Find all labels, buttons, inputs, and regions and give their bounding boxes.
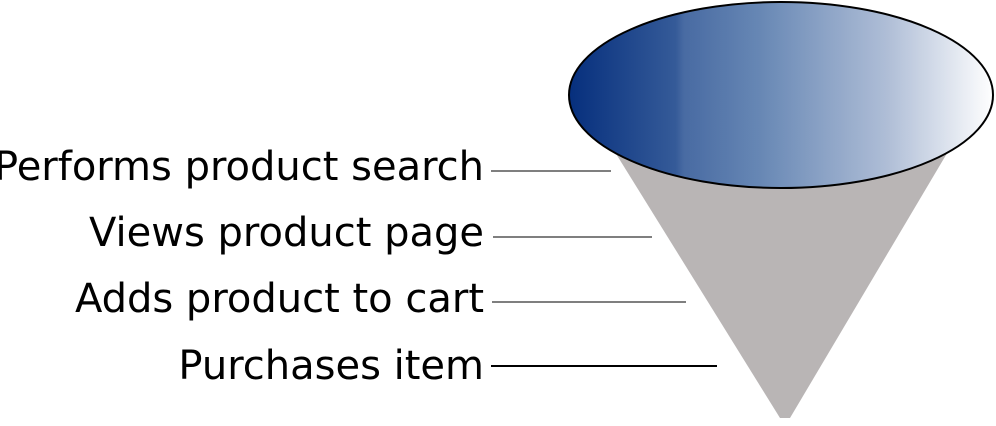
funnel-cone (600, 128, 962, 418)
funnel-rim-sheen (570, 3, 992, 187)
stage-label-views-page: Views product page (89, 210, 484, 256)
stage-label-performs-search: Performs product search (0, 144, 484, 190)
stage-label-purchases-item: Purchases item (178, 343, 484, 389)
stage-label-adds-to-cart: Adds product to cart (75, 276, 484, 322)
